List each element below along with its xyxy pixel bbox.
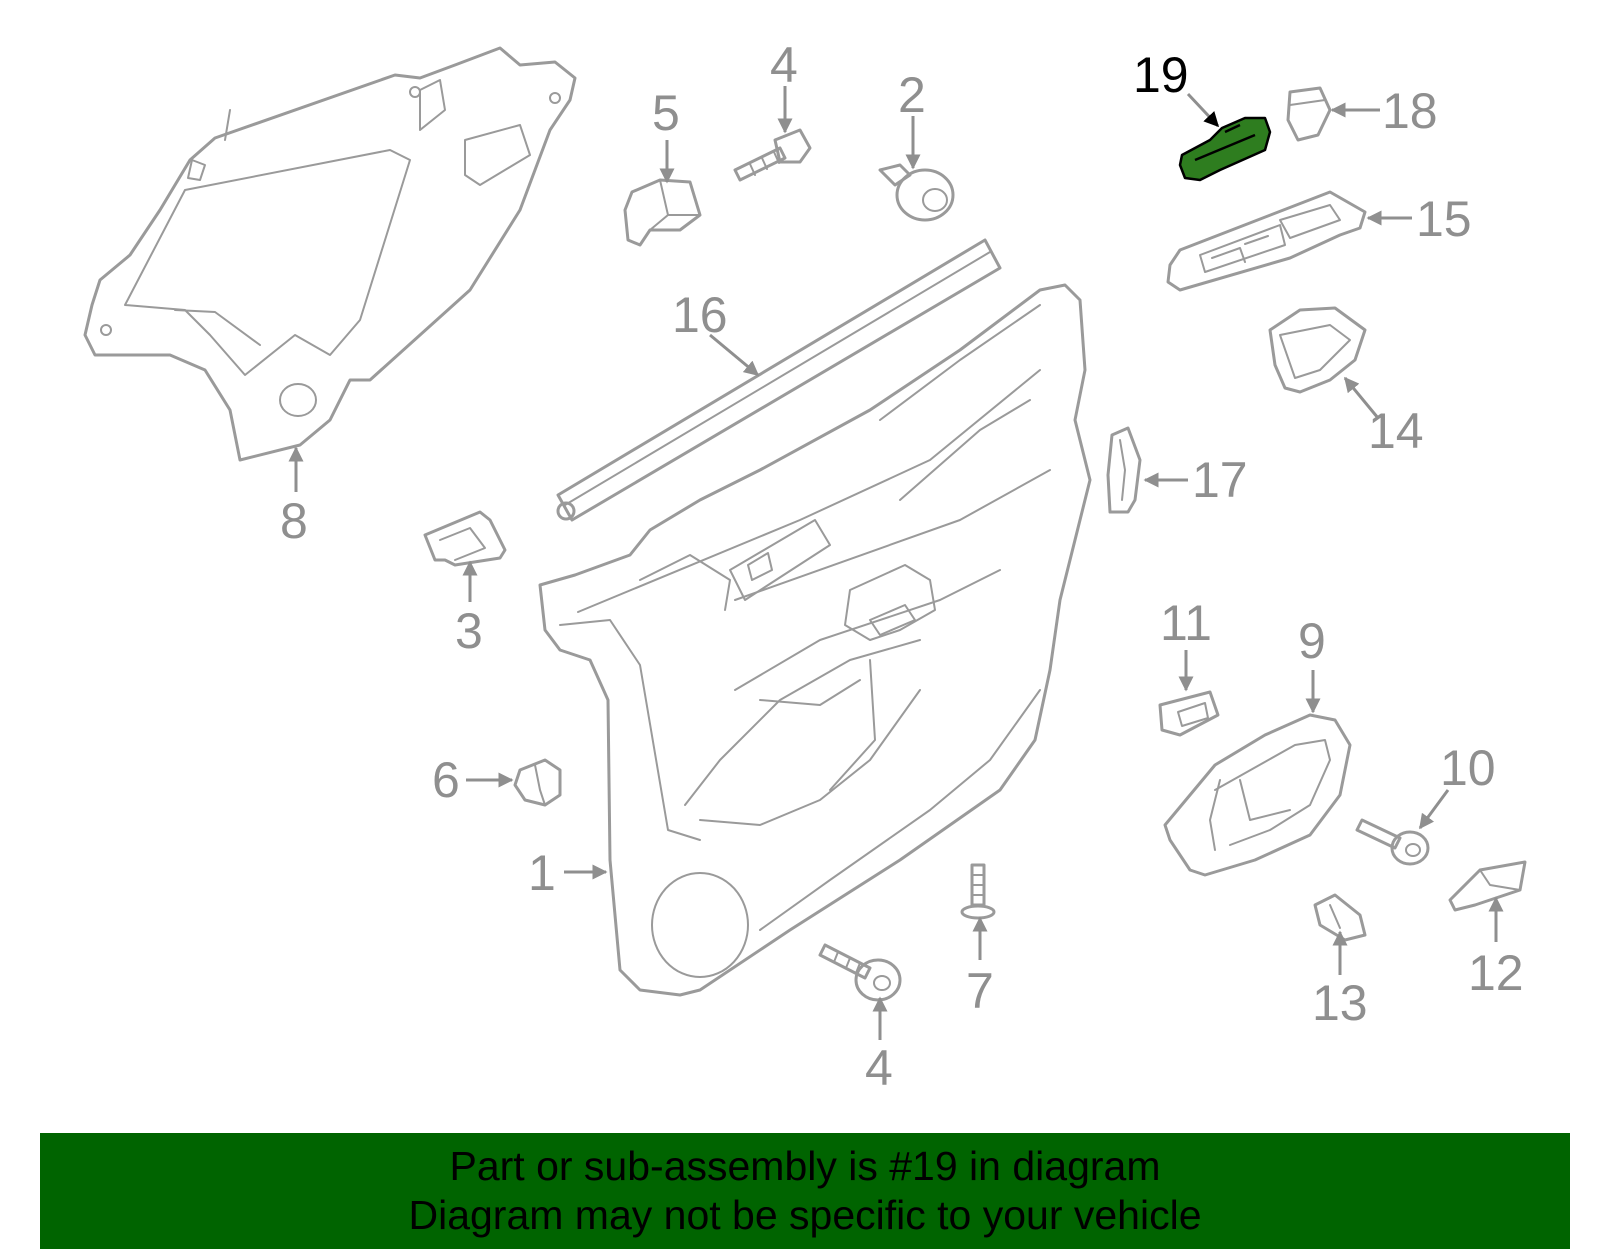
callout-11: 11 xyxy=(1160,595,1212,651)
part-3-clip xyxy=(423,510,507,567)
part-14-pull-cup xyxy=(1268,306,1367,394)
callout-4-top: 4 xyxy=(770,37,798,93)
callout-9: 9 xyxy=(1298,613,1326,669)
part-9-armrest xyxy=(1163,713,1352,877)
callout-6: 6 xyxy=(432,752,460,808)
part-18-cap xyxy=(1286,86,1332,142)
callout-1: 1 xyxy=(528,845,556,901)
part-16-weatherstrip xyxy=(556,238,1002,522)
parts-diagram: 8 5 4 2 16 3 6 1 4 7 17 11 9 10 12 13 14… xyxy=(83,37,1527,1096)
callout-14: 14 xyxy=(1368,403,1424,459)
callout-3: 3 xyxy=(455,603,483,659)
part-17-bracket xyxy=(1106,426,1142,514)
part-4-screw-bottom xyxy=(818,943,902,1002)
part-11-clip xyxy=(1158,690,1220,737)
part-4-screw-top xyxy=(733,128,812,182)
callout-labels: 8 5 4 2 16 3 6 1 4 7 17 11 9 10 12 13 14… xyxy=(280,37,1524,1096)
banner-line-disclaimer: Diagram may not be specific to your vehi… xyxy=(408,1192,1202,1238)
callout-4-bottom: 4 xyxy=(865,1040,893,1096)
callout-13: 13 xyxy=(1312,975,1368,1031)
part-15-switch-bezel xyxy=(1166,190,1367,292)
part-8-inner-panel xyxy=(83,46,577,462)
callout-18: 18 xyxy=(1382,83,1438,139)
callout-8: 8 xyxy=(280,493,308,549)
part-19-window-switch xyxy=(1178,116,1272,182)
part-2-grommet xyxy=(878,163,955,222)
part-10-screw xyxy=(1355,818,1430,866)
callout-7: 7 xyxy=(966,963,994,1019)
part-13-clip xyxy=(1313,893,1367,942)
leader-arrows xyxy=(288,86,1504,1040)
banner-line-part: Part or sub-assembly is #19 in diagram xyxy=(449,1143,1161,1189)
part-12-bracket xyxy=(1448,860,1527,912)
callout-10: 10 xyxy=(1440,740,1496,796)
callout-5: 5 xyxy=(652,85,680,141)
callout-12: 12 xyxy=(1468,945,1524,1001)
part-1-door-trim-panel xyxy=(538,283,1092,997)
part-7-pin-clip xyxy=(960,863,996,920)
info-banner: Part or sub-assembly is #19 in diagram D… xyxy=(40,1133,1570,1249)
callout-15: 15 xyxy=(1416,191,1472,247)
part-6-fastener xyxy=(513,758,562,807)
callout-17: 17 xyxy=(1192,452,1248,508)
callout-19: 19 xyxy=(1133,47,1189,103)
part-5-clip xyxy=(623,178,702,247)
callout-2: 2 xyxy=(898,67,926,123)
callout-16: 16 xyxy=(672,287,728,343)
